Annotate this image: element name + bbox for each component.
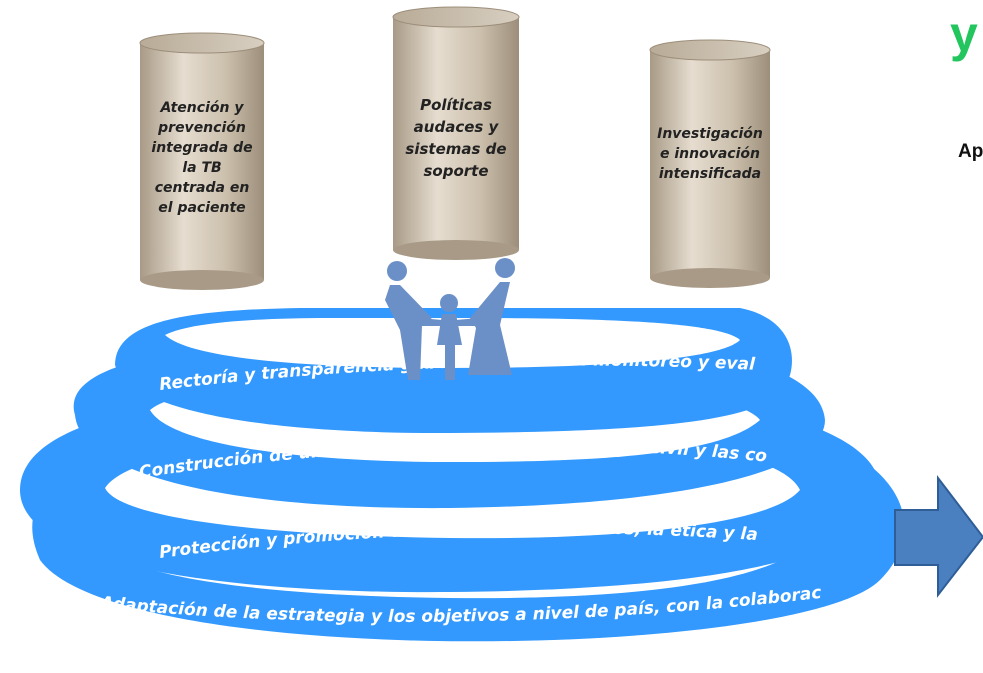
pillar-3-label: Investigación e innovación intensificada bbox=[657, 126, 763, 182]
side-text: Ap bbox=[958, 141, 983, 162]
pillar-2-label: Políticas audaces y sistemas de soporte bbox=[405, 96, 507, 180]
people-icon bbox=[385, 258, 515, 380]
pillar-1 bbox=[139, 32, 265, 290]
green-heading-letter: y bbox=[950, 6, 978, 62]
pillar-3 bbox=[649, 39, 771, 288]
right-arrow-icon bbox=[894, 475, 983, 598]
pillar-1-label: Atención y prevención integrada de la TB… bbox=[151, 100, 253, 216]
pillar-2 bbox=[392, 6, 520, 260]
